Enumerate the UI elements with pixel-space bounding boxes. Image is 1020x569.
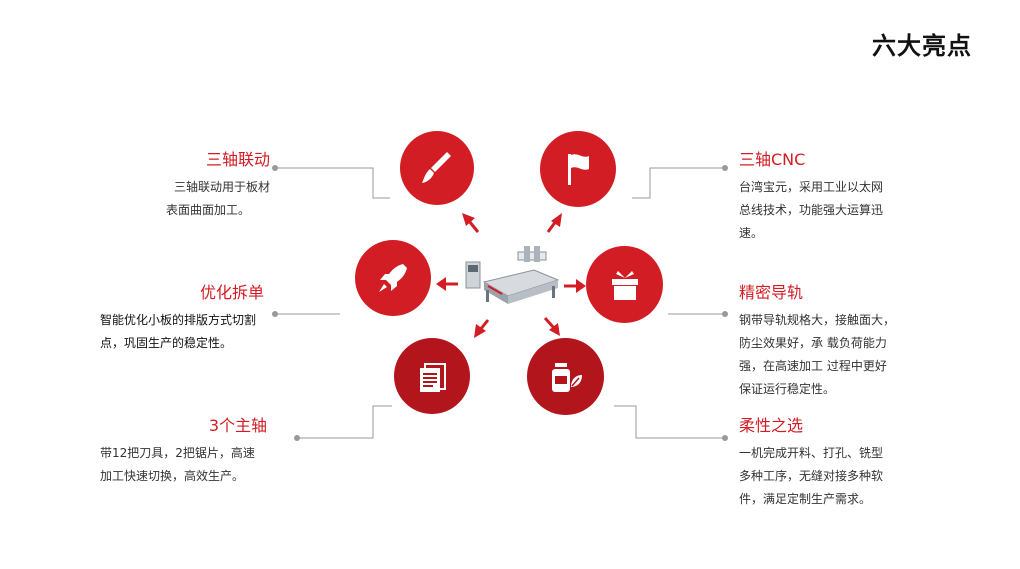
brush-icon	[422, 152, 451, 183]
feature-line: 点，巩固生产的稳定性。	[100, 336, 233, 350]
feature-title: 三轴CNC	[739, 150, 806, 169]
feature-block-3: 精密导轨 钢带导轨规格大，接触面大， 防尘效果好，承 载负荷能力 强，在高速加工…	[739, 279, 919, 401]
feature-line: 保证运行稳定性。	[739, 382, 836, 396]
jar-leaf-circle	[527, 338, 604, 415]
gift-box-icon	[611, 270, 638, 300]
feature-line: 钢带导轨规格大，接触面大，	[739, 313, 896, 327]
direction-arrows	[436, 213, 586, 338]
feature-title: 3个主轴	[208, 416, 267, 435]
feature-block-4: 3个主轴 带12把刀具，2把锯片，高速 加工快速切换，高效生产。	[100, 412, 270, 488]
feature-line: 一机完成开料、打孔、铣型	[739, 446, 884, 460]
brush-circle	[400, 131, 474, 205]
flag-icon	[568, 154, 589, 185]
gift-box-circle	[586, 246, 663, 323]
page-title: 六大亮点	[872, 32, 972, 60]
feature-title: 柔性之选	[739, 416, 804, 435]
flag-circle	[540, 131, 616, 207]
connector-bottom-right	[614, 405, 725, 439]
feature-line: 表面曲面加工。	[166, 203, 251, 217]
feature-block-5: 柔性之选 一机完成开料、打孔、铣型 多种工序，无缝对接多种软 件，满足定制生产需…	[739, 412, 919, 511]
feature-line: 件，满足定制生产需求。	[739, 492, 872, 506]
feature-line: 三轴联动用于板材	[173, 180, 270, 194]
rocket-circle	[355, 240, 431, 316]
feature-block-1: 三轴CNC 台湾宝元，采用工业以太网 总线技术，功能强大运算迅 速。	[739, 146, 919, 245]
feature-title: 三轴联动	[205, 150, 270, 169]
feature-line: 多种工序，无缝对接多种软	[739, 469, 884, 483]
cnc-machine-image	[465, 246, 560, 304]
feature-block-2: 优化拆单 智能优化小板的排版方式切割 点，巩固生产的稳定性。	[100, 279, 270, 355]
feature-line: 总线技术，功能强大运算迅	[739, 203, 884, 217]
feature-line: 加工快速切换，高效生产。	[100, 469, 245, 483]
feature-line: 智能优化小板的排版方式切割	[100, 313, 257, 327]
feature-line: 防尘效果好，承 载负荷能力	[739, 336, 887, 350]
feature-title: 精密导轨	[739, 283, 804, 302]
feature-line: 速。	[739, 226, 764, 240]
connector-bottom-left	[297, 405, 392, 439]
jar-leaf-icon	[551, 362, 582, 392]
feature-line: 台湾宝元，采用工业以太网	[739, 180, 884, 194]
feature-line: 带12把刀具，2把锯片，高速	[100, 446, 255, 460]
connector-top-left	[275, 167, 390, 199]
feature-title: 优化拆单	[199, 283, 264, 302]
document-circle	[394, 338, 470, 414]
feature-block-0: 三轴联动 三轴联动用于板材 表面曲面加工。	[100, 146, 270, 222]
feature-line: 强，在高速加工 过程中更好	[739, 359, 887, 373]
document-icon	[420, 363, 446, 392]
rocket-icon	[379, 264, 407, 292]
connector-top-right	[632, 167, 725, 199]
